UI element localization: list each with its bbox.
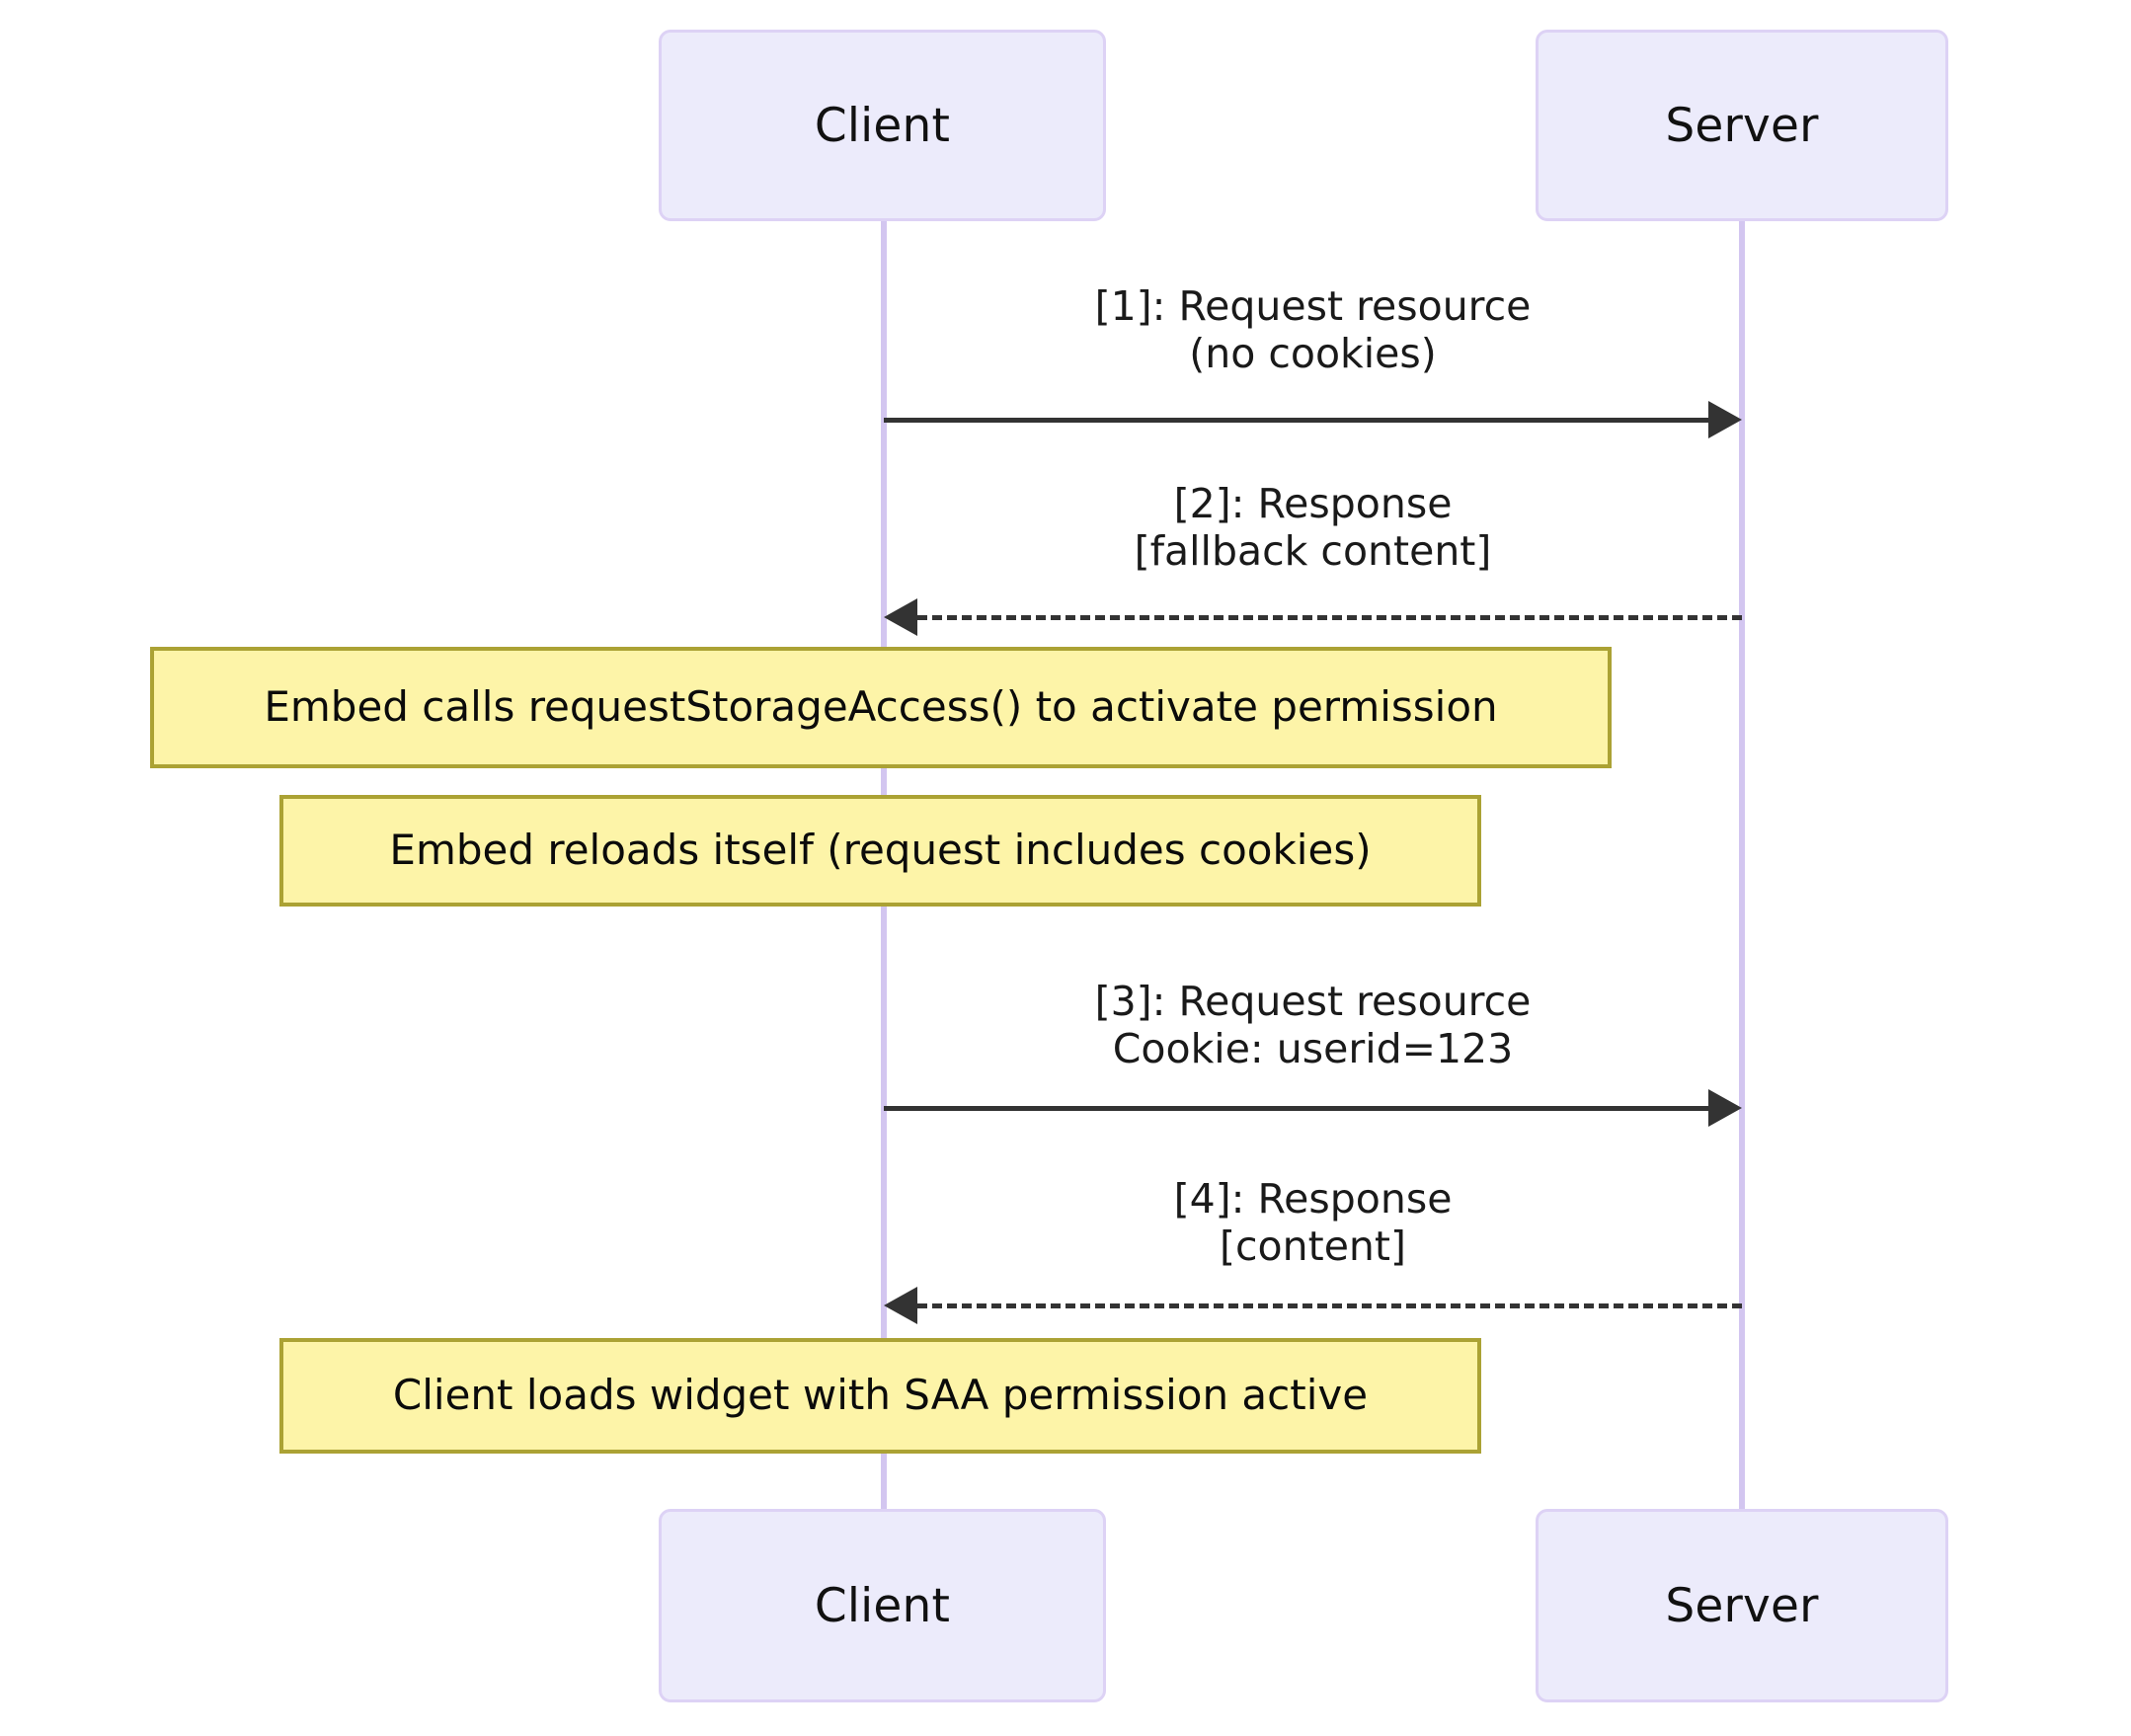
message-1-line [884, 418, 1709, 423]
message-2-arrowhead-icon [884, 598, 917, 636]
message-4-label-line2: [content] [1220, 1223, 1406, 1271]
participant-box-server-bottom[interactable]: Server [1536, 1509, 1948, 1702]
participant-box-client-bottom[interactable]: Client [659, 1509, 1106, 1702]
message-2-label-line1: [2]: Response [1173, 480, 1453, 527]
message-3-label-line2: Cookie: userid=123 [1112, 1025, 1514, 1073]
participant-label-client-bottom: Client [814, 1578, 951, 1633]
message-2-label-line2: [fallback content] [1134, 527, 1492, 576]
message-1-label-line2: (no cookies) [1189, 330, 1437, 378]
participant-label-client-top: Client [814, 98, 951, 153]
message-4-line [917, 1303, 1742, 1308]
note-3-label: Client loads widget with SAA permission … [392, 1371, 1369, 1420]
note-embed-calls-request-storage-access[interactable]: Embed calls requestStorageAccess() to ac… [150, 647, 1612, 768]
message-3-arrowhead-icon [1708, 1089, 1742, 1127]
participant-box-server-top[interactable]: Server [1536, 30, 1948, 221]
message-3-label: [3]: Request resource Cookie: userid=123 [884, 978, 1742, 1073]
message-2-label: [2]: Response [fallback content] [884, 480, 1742, 576]
participant-label-server-top: Server [1665, 98, 1819, 153]
message-2-line [917, 615, 1742, 620]
message-1-arrowhead-icon [1708, 401, 1742, 438]
note-embed-reloads-itself[interactable]: Embed reloads itself (request includes c… [279, 795, 1481, 907]
note-1-label: Embed calls requestStorageAccess() to ac… [264, 682, 1498, 732]
participant-box-client-top[interactable]: Client [659, 30, 1106, 221]
note-2-label: Embed reloads itself (request includes c… [389, 826, 1372, 875]
message-3-label-line1: [3]: Request resource [1094, 978, 1532, 1025]
message-4-label-line1: [4]: Response [1173, 1175, 1453, 1223]
participant-label-server-bottom: Server [1665, 1578, 1819, 1633]
message-1-label: [1]: Request resource (no cookies) [884, 282, 1742, 378]
message-4-arrowhead-icon [884, 1287, 917, 1324]
message-3-line [884, 1106, 1709, 1111]
note-client-loads-widget[interactable]: Client loads widget with SAA permission … [279, 1338, 1481, 1454]
message-1-label-line1: [1]: Request resource [1094, 282, 1532, 330]
lifeline-server [1739, 221, 1745, 1509]
message-4-label: [4]: Response [content] [884, 1175, 1742, 1271]
